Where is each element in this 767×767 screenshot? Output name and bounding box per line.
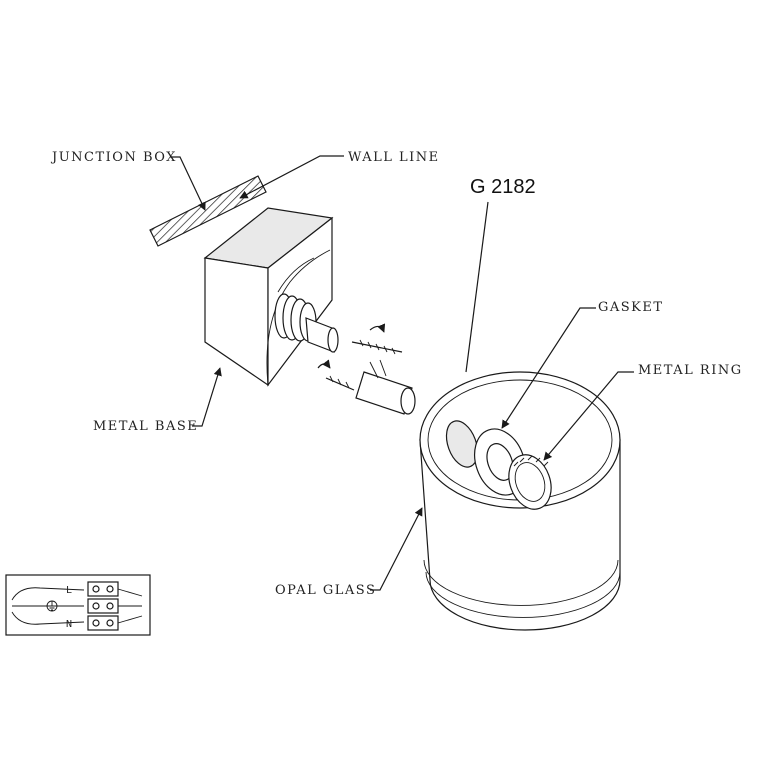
junction-box-label: JUNCTION BOX — [50, 150, 177, 165]
earth-icon — [46, 600, 58, 612]
threaded-nipple — [274, 293, 339, 353]
model-leader-line — [465, 201, 489, 373]
screw-upper — [351, 323, 403, 355]
metal-ring — [508, 454, 552, 510]
terminal-live-label: L — [66, 585, 72, 596]
screw-lower — [317, 359, 355, 391]
opal-glass-callout: OPAL GLASS — [275, 507, 423, 598]
wiring-inset: L N — [5, 574, 151, 636]
opal-glass-label: OPAL GLASS — [275, 583, 376, 598]
wall-line-callout: WALL LINE — [239, 150, 440, 199]
opal-glass — [419, 371, 621, 631]
gasket-label: GASKET — [598, 300, 664, 315]
metal-ring-callout: METAL RING — [543, 363, 743, 461]
terminal-screws — [92, 585, 114, 627]
wall-hatch — [149, 175, 267, 247]
model-number: G 2182 — [470, 176, 536, 198]
terminal-neutral-label: N — [66, 619, 72, 630]
metal-base-label: METAL BASE — [93, 419, 198, 434]
junction-box-callout: JUNCTION BOX — [50, 150, 206, 211]
gasket-callout: GASKET — [501, 300, 664, 429]
wall-line-label: WALL LINE — [348, 150, 440, 165]
metal-ring-label: METAL RING — [638, 363, 743, 378]
metal-base-callout: METAL BASE — [93, 367, 222, 434]
metal-base — [203, 207, 334, 387]
lamp-holder — [355, 359, 416, 415]
